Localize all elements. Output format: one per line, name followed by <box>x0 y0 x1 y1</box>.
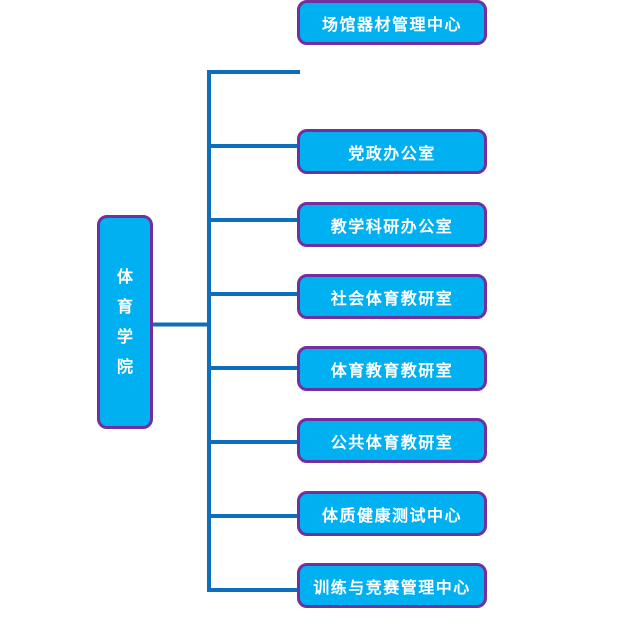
child-node-1[interactable]: 党政办公室 <box>297 129 487 174</box>
child-node-label: 体育教育教研室 <box>330 360 454 380</box>
root-node-label-char: 体 <box>116 267 133 286</box>
child-node-label: 公共体育教研室 <box>330 432 454 452</box>
root-node[interactable]: 体 育 学 院 <box>97 215 153 429</box>
child-node-5[interactable]: 公共体育教研室 <box>297 418 487 463</box>
child-node-label: 党政办公室 <box>348 143 436 163</box>
child-node-3[interactable]: 社会体育教研室 <box>297 274 487 319</box>
child-node-label: 体质健康测试中心 <box>321 505 462 525</box>
child-node-4[interactable]: 体育教育教研室 <box>297 346 487 391</box>
child-node-label: 社会体育教研室 <box>330 288 454 308</box>
root-node-label-char: 育 <box>116 297 133 316</box>
child-node-8[interactable]: 场馆器材管理中心 <box>297 0 487 45</box>
child-node-6[interactable]: 体质健康测试中心 <box>297 491 487 536</box>
child-node-label: 训练与竞赛管理中心 <box>313 577 471 597</box>
child-node-7[interactable]: 训练与竞赛管理中心 <box>297 563 487 608</box>
root-node-label-char: 院 <box>116 357 133 376</box>
child-node-label: 场馆器材管理中心 <box>321 14 462 34</box>
child-node-label: 教学科研办公室 <box>330 216 454 236</box>
root-node-label-char: 学 <box>116 327 133 346</box>
child-node-2[interactable]: 教学科研办公室 <box>297 202 487 247</box>
